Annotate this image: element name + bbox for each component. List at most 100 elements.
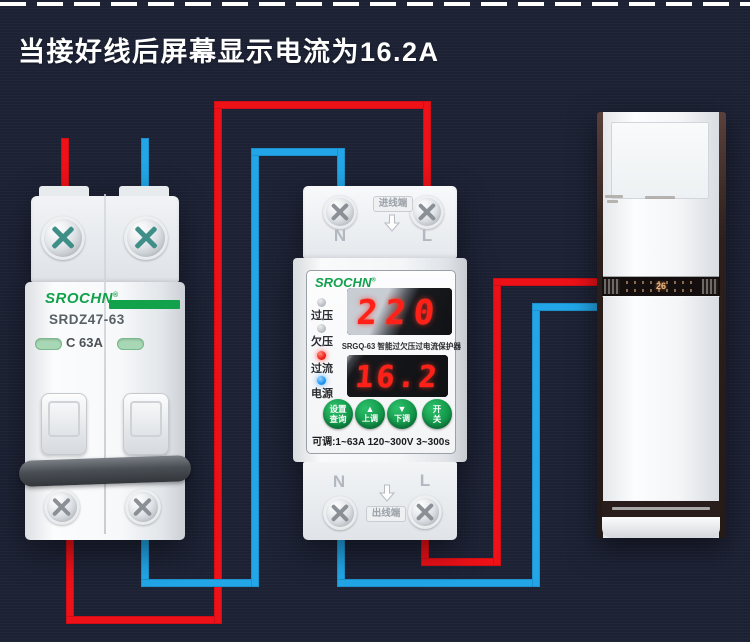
dashed-top-border	[0, 2, 750, 6]
terminal-n-label: N	[332, 472, 346, 491]
down-triangle-icon: ▼	[397, 404, 407, 414]
neutral-wire-segment	[337, 535, 345, 587]
screw-icon	[44, 489, 80, 525]
inlet-label: 进线端	[373, 196, 413, 212]
breaker-brand-logo: SROCHN®	[45, 290, 119, 307]
live-wire-segment	[61, 138, 69, 196]
breaker-model-text: SRDZ47-63	[49, 312, 125, 327]
screw-icon	[125, 489, 161, 525]
undervoltage-led-label: 欠压	[311, 336, 333, 348]
power-led-label: 电源	[311, 388, 333, 400]
screw-icon	[408, 495, 442, 529]
voltage-display: 220	[347, 288, 452, 335]
live-wire-segment	[493, 278, 602, 286]
current-display: 16.2	[347, 355, 448, 397]
neutral-wire-segment	[251, 148, 345, 156]
adjust-down-button: ▼ 下调	[387, 399, 417, 429]
on-off-line1: 开	[432, 404, 442, 414]
protector-front-panel: SROCHN® 220 过压 欠压 过流 电源 SRGQ-63 智能过欠压过电流…	[306, 270, 461, 454]
current-display-digits: 16.2	[353, 360, 442, 395]
ac-base	[602, 517, 720, 538]
protector-brand-logo: SROCHN®	[315, 275, 376, 290]
ac-indicator-dots	[626, 289, 696, 292]
breaker-pole-seam	[104, 194, 106, 534]
ac-logo-mark	[605, 195, 623, 198]
screw-icon	[323, 496, 357, 530]
neutral-wire-segment	[141, 538, 149, 587]
neutral-wire-segment	[532, 303, 540, 587]
overcurrent-led-label: 过流	[311, 363, 333, 375]
live-wire-segment	[214, 101, 222, 624]
neutral-wire-segment	[337, 579, 540, 587]
protector-range-line: 可调:1~63A 120~300V 3~300s	[312, 437, 450, 448]
ac-temperature-display: 26	[655, 281, 666, 291]
breaker-status-window	[117, 338, 144, 350]
adjust-up-label: 上调	[362, 414, 378, 423]
neutral-wire-segment	[141, 579, 259, 587]
breaker-green-bar	[109, 300, 180, 309]
breaker-toggle-handle	[41, 393, 87, 455]
on-off-line2: 关	[432, 414, 442, 424]
live-wire-segment	[66, 616, 222, 624]
screw-icon	[41, 216, 85, 260]
ac-grille-icon	[604, 279, 620, 294]
live-wire-segment	[421, 558, 501, 566]
neutral-wire-segment	[337, 148, 345, 193]
terminal-l-label: L	[419, 471, 431, 490]
overvoltage-led-label: 过压	[311, 310, 333, 322]
screw-icon	[410, 195, 444, 229]
ac-side-trim	[597, 112, 603, 538]
adjust-down-label: 下调	[394, 414, 410, 423]
undervoltage-led-icon	[317, 324, 326, 333]
air-conditioner: 26	[597, 112, 726, 538]
display-sheen	[347, 288, 452, 335]
set-query-line2: 查询	[329, 414, 347, 424]
terminal-l-label: L	[421, 226, 433, 245]
overvoltage-led-icon	[317, 298, 326, 307]
power-led-icon	[317, 376, 326, 385]
ac-display-band: 26	[602, 277, 720, 296]
outlet-label: 出线端	[366, 506, 406, 522]
breaker-brand-text: SROCHN	[45, 290, 114, 307]
on-off-button: 开 关	[422, 399, 452, 429]
voltage-display-digits: 220	[355, 293, 444, 333]
ac-bottom-vent	[602, 501, 720, 517]
neutral-wire-segment	[532, 303, 602, 311]
protector-inlet-block: 进线端 N L	[303, 186, 457, 258]
set-query-button: 设置 查询	[323, 399, 353, 429]
ac-brand-mark	[645, 196, 675, 199]
registered-mark: ®	[113, 292, 119, 299]
screw-icon	[124, 216, 168, 260]
neutral-wire-segment	[251, 148, 259, 587]
protector-brand-text: SROCHN	[315, 275, 372, 290]
live-wire-segment	[423, 101, 431, 193]
breaker-toggle-handle	[123, 393, 169, 455]
ac-grille-icon	[702, 279, 718, 294]
screw-icon	[323, 195, 357, 229]
breaker-rating-text: C 63A	[66, 335, 103, 350]
ac-side-trim	[719, 112, 726, 538]
ac-indicator-dots	[626, 281, 696, 284]
up-triangle-icon: ▲	[365, 404, 375, 414]
breaker-status-window	[35, 338, 62, 350]
ac-logo-mark	[607, 200, 618, 203]
live-wire-segment	[493, 278, 501, 566]
headline-text: 当接好线后屏幕显示电流为16.2A	[18, 37, 440, 67]
arrow-down-icon	[384, 214, 400, 232]
terminal-n-label: N	[333, 226, 347, 245]
ac-top-panel	[611, 122, 709, 199]
neutral-wire-segment	[141, 138, 149, 196]
protector-outlet-block: N L 出线端	[303, 462, 457, 540]
set-query-line1: 设置	[329, 404, 347, 414]
registered-mark: ®	[371, 277, 376, 284]
live-wire-segment	[421, 535, 429, 566]
voltage-current-protector: 进线端 N L SROCHN® 220 过压 欠压 过流 电源 SRGQ-63 …	[293, 186, 467, 540]
adjust-up-button: ▲ 上调	[355, 399, 385, 429]
overcurrent-led-icon	[317, 351, 326, 360]
protector-model-line: SRGQ-63 智能过欠压过电流保护器	[341, 342, 461, 351]
display-sheen	[347, 355, 448, 397]
live-wire-segment	[66, 538, 74, 624]
circuit-breaker: SROCHN® SRDZ47-63 C 63A	[18, 186, 192, 540]
arrow-down-icon	[379, 484, 395, 502]
